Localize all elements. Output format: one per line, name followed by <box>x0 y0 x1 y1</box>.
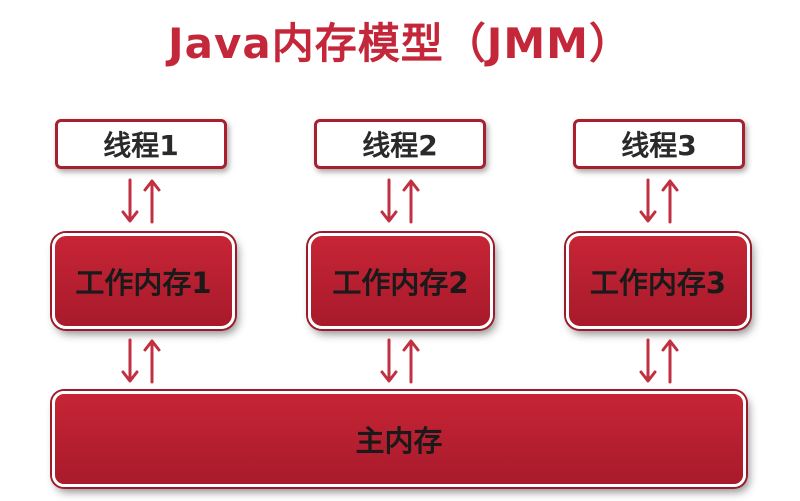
thread-1-sync-arrows-icon <box>121 178 161 224</box>
memory-1-sync-arrows-icon <box>121 338 161 384</box>
memory-3-sync-arrows-icon <box>639 338 679 384</box>
page-title: Java内存模型（JMM） <box>168 19 632 68</box>
work-memory-1-box: 工作内存1 <box>52 233 235 329</box>
thread-2-sync-arrows-icon <box>380 178 420 224</box>
thread-3-box: 线程3 <box>573 119 745 169</box>
thread-3-sync-arrows-icon <box>639 178 679 224</box>
main-memory-box: 主内存 <box>52 391 746 487</box>
memory-2-sync-arrows-icon <box>380 338 420 384</box>
work-memory-2-box: 工作内存2 <box>308 233 493 329</box>
thread-1-box: 线程1 <box>55 119 227 169</box>
thread-2-box: 线程2 <box>314 119 486 169</box>
work-memory-3-box: 工作内存3 <box>566 233 750 329</box>
